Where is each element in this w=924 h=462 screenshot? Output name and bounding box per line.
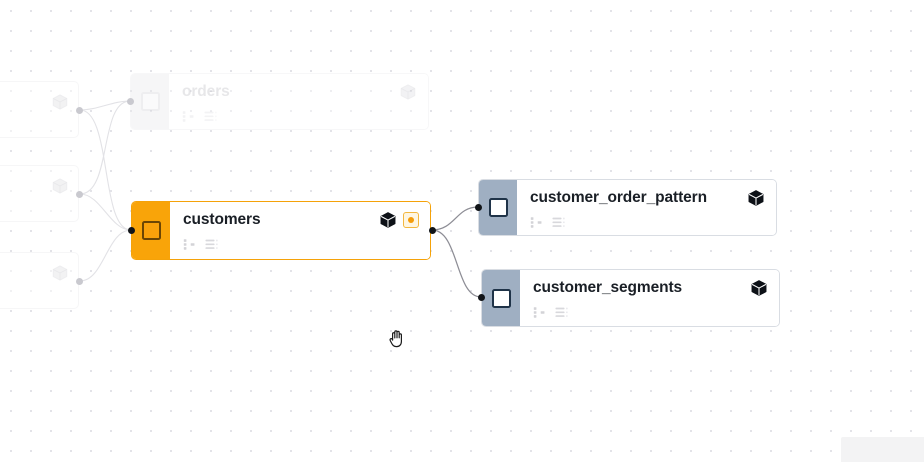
- node-customers-sidebar: [132, 202, 170, 259]
- node-orders[interactable]: orders: [130, 73, 429, 130]
- node-customer-segments-body: customer_segments: [520, 270, 779, 326]
- cube-icon: [51, 264, 69, 282]
- edge-customers-to-customer_segments: [431, 229, 482, 298]
- handle-upstream-3-source[interactable]: [76, 277, 83, 285]
- handle-customers-source[interactable]: [428, 226, 436, 234]
- status-badge-dot: [408, 217, 414, 223]
- hierarchy-icon: [530, 216, 543, 229]
- square-outline-icon: [141, 221, 161, 240]
- node-customer-order-pattern[interactable]: customer_order_pattern: [478, 179, 777, 236]
- square-outline-icon: [488, 198, 508, 217]
- node-customers[interactable]: customers: [131, 201, 431, 260]
- list-icon: [552, 216, 567, 229]
- grab-hand-cursor: [386, 328, 408, 350]
- node-customer-order-pattern-corner: [747, 189, 765, 207]
- edge-upstream-2-to-orders: [79, 100, 131, 195]
- node-customers-title: customers: [183, 211, 261, 228]
- list-icon: [205, 238, 220, 251]
- node-customer-segments-meta: [533, 306, 767, 319]
- edge-upstream-1-to-orders: [79, 100, 131, 111]
- square-outline-icon: [140, 92, 160, 111]
- handle-upstream-1-source[interactable]: [76, 106, 83, 114]
- cube-icon: [51, 177, 69, 195]
- node-customer-order-pattern-title: customer_order_pattern: [530, 189, 707, 206]
- edge-customers-to-customer_order_pattern: [431, 206, 479, 231]
- cube-icon[interactable]: [750, 279, 768, 297]
- node-upstream-3[interactable]: [0, 252, 79, 309]
- node-orders-corner: [399, 83, 417, 101]
- edge-upstream-1-to-customers: [79, 109, 132, 231]
- node-upstream-1[interactable]: [0, 81, 79, 138]
- list-icon: [555, 306, 570, 319]
- status-badge[interactable]: [403, 212, 419, 228]
- list-icon: [204, 110, 219, 123]
- cube-icon[interactable]: [747, 189, 765, 207]
- node-orders-title: orders: [182, 83, 230, 100]
- handle-orders-target[interactable]: [126, 97, 134, 105]
- bottom-right-panel[interactable]: [841, 437, 924, 462]
- node-customer-segments-corner: [750, 279, 768, 297]
- node-customer-segments-title: customer_segments: [533, 279, 683, 296]
- node-orders-meta: [182, 110, 416, 123]
- handle-customer-order-pattern-target[interactable]: [474, 203, 482, 211]
- cube-icon: [51, 93, 69, 111]
- node-customer-order-pattern-meta: [530, 216, 764, 229]
- node-customers-body: customers: [170, 202, 430, 259]
- cube-icon[interactable]: [379, 211, 397, 229]
- node-customer-segments-sidebar: [482, 270, 520, 326]
- edge-upstream-3-to-customers: [79, 229, 132, 282]
- cube-icon[interactable]: [399, 83, 417, 101]
- edge-upstream-2-to-customers: [79, 193, 132, 231]
- node-customer-order-pattern-body: customer_order_pattern: [517, 180, 776, 235]
- node-customers-corner: [379, 211, 419, 229]
- hierarchy-icon: [182, 110, 195, 123]
- node-orders-body: orders: [169, 74, 428, 129]
- node-customer-segments[interactable]: customer_segments: [481, 269, 780, 327]
- hierarchy-icon: [183, 238, 196, 251]
- handle-customer-segments-target[interactable]: [477, 293, 485, 301]
- handle-customers-target[interactable]: [127, 226, 135, 234]
- node-customers-meta: [183, 238, 418, 251]
- node-upstream-2[interactable]: [0, 165, 79, 222]
- square-outline-icon: [491, 288, 511, 308]
- hierarchy-icon: [533, 306, 546, 319]
- node-orders-sidebar: [131, 74, 169, 129]
- node-customer-order-pattern-sidebar: [479, 180, 517, 235]
- handle-upstream-2-source[interactable]: [76, 190, 83, 198]
